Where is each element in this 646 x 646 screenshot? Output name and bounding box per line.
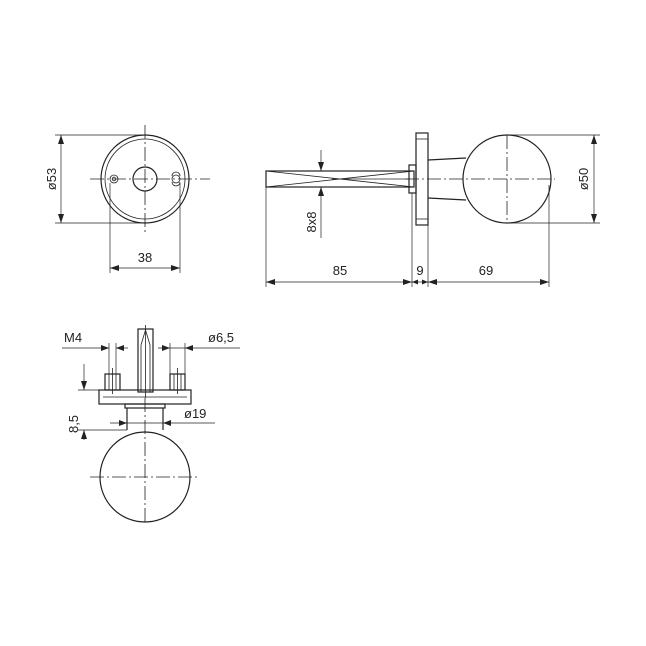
label-neck-height: 8,5 xyxy=(66,415,81,433)
label-rose-diameter: ø53 xyxy=(44,168,59,190)
dim-spindle-square xyxy=(318,150,324,238)
dim-screw-thread xyxy=(62,343,128,374)
left-screw-hole xyxy=(109,174,119,184)
label-neck-diameter: ø19 xyxy=(184,406,206,421)
label-spindle-square: 8x8 xyxy=(304,212,319,233)
spindle xyxy=(265,170,415,188)
dim-neck-diameter xyxy=(110,420,215,426)
label-screw-thread: M4 xyxy=(64,330,82,345)
label-screw-post-diameter: ø6,5 xyxy=(208,330,234,345)
dim-spindle-length xyxy=(266,279,412,285)
label-spindle-length: 85 xyxy=(333,263,347,278)
right-screw-post xyxy=(169,368,186,394)
dim-rose-diameter xyxy=(55,134,145,224)
side-view: 8x8 85 9 69 xyxy=(265,132,600,287)
section-view: M4 ø6,5 8,5 ø19 xyxy=(62,325,240,525)
knob-neck-section xyxy=(126,408,164,430)
label-rose-thickness: 9 xyxy=(416,263,423,278)
dim-knob-diameter xyxy=(507,134,600,224)
label-hole-spacing: 38 xyxy=(138,250,152,265)
dim-rose-thickness xyxy=(412,279,428,285)
dim-screw-post-diameter xyxy=(158,343,240,374)
knob-neck-side xyxy=(427,157,467,201)
rose-front-view: ø53 38 xyxy=(44,125,210,273)
label-knob-diameter: ø50 xyxy=(576,168,591,190)
left-screw-post xyxy=(104,368,121,394)
dim-hole-spacing xyxy=(109,183,181,273)
label-knob-projection: 69 xyxy=(479,263,493,278)
dim-neck-height xyxy=(78,364,127,440)
spindle-section xyxy=(137,325,154,398)
dim-knob-projection xyxy=(428,279,549,285)
